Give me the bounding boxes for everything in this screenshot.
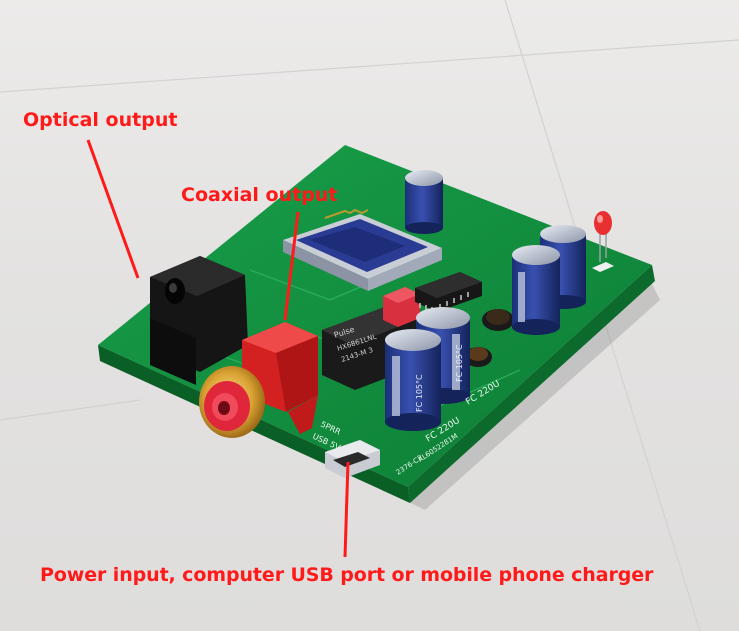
capacitor-front-1-text: FC 105°C [455,344,464,382]
coaxial-rca-jack [199,322,318,438]
capacitor-front-2-text: FC 105°C [415,374,424,412]
power-input-label: Power input, computer USB port or mobile… [40,564,654,586]
micro-usb-port [325,440,380,478]
inductors [464,309,514,367]
bluetooth-module [283,214,442,291]
optical-connector [150,256,248,385]
pcb-edge-right [408,265,655,503]
red-box-capacitor [383,287,420,327]
capacitor-back [405,170,443,234]
optical-arrow [86,139,140,279]
power-arrow [343,461,350,558]
smd-resistor [592,262,614,272]
coaxial-arrow [283,211,300,321]
red-led [594,211,612,262]
ic-chip [415,272,482,312]
optical-output-label: Optical output [23,109,178,131]
capacitor-front-2: FC 105°C [385,329,441,431]
capacitor-right-2 [512,245,560,335]
antenna-trace [324,208,369,219]
coaxial-output-label: Coaxial output [181,184,338,206]
